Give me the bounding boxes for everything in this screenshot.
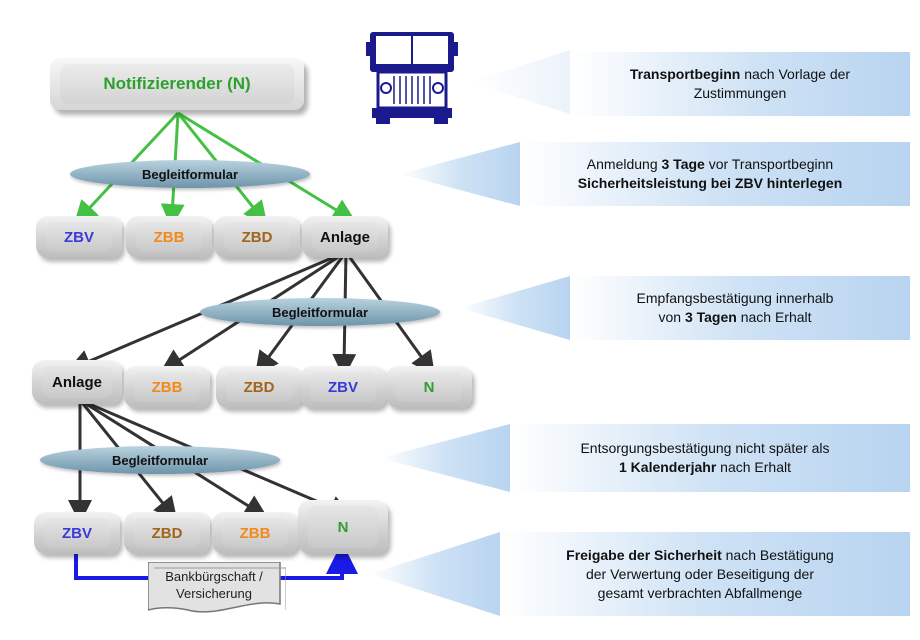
node-r2-zbb: ZBB — [124, 366, 210, 408]
callout-1: Transportbeginn nach Vorlage der Zustimm… — [470, 42, 910, 122]
callout-3-line1: Empfangsbestätigung innerhalb — [636, 290, 834, 306]
node-r1-zbv: ZBV — [36, 216, 122, 258]
form-band-1: Begleitformular — [70, 160, 310, 188]
node-r3-n-label: N — [337, 518, 349, 536]
notifier-box: Notifizierender (N) — [50, 58, 304, 110]
guarantee-document: Bankbürgschaft / Versicherung — [148, 562, 286, 616]
node-r3-zbv: ZBV — [34, 512, 120, 554]
node-r3-zbv-label: ZBV — [62, 524, 92, 542]
node-r3-zbd: ZBD — [124, 512, 210, 554]
node-r1-zbb-label: ZBB — [153, 228, 185, 246]
callout-3: Empfangsbestätigung innerhalb von 3 Tage… — [460, 272, 910, 344]
callout-2-bold: 3 Tage — [661, 156, 705, 172]
node-r2-anlage-label: Anlage — [51, 373, 102, 391]
callout-1-line2: Zustimmungen — [693, 85, 787, 101]
notifier-label: Notifizierender (N) — [103, 74, 251, 93]
truck-icon — [366, 32, 458, 124]
callout-4-rest: nach Erhalt — [716, 459, 791, 475]
callout-2-rest: vor Transportbeginn — [704, 156, 834, 172]
node-r2-zbd: ZBD — [216, 366, 302, 408]
node-r2-zbv: ZBV — [300, 366, 386, 408]
callout-3-arrow — [460, 276, 910, 340]
guarantee-line-1: Bankbürgschaft / — [165, 569, 263, 584]
callout-3-rest: nach Erhalt — [736, 309, 812, 325]
form-band-3: Begleitformular — [40, 446, 280, 474]
callout-3-pre: von — [658, 309, 685, 325]
form-band-1-label: Begleitformular — [141, 166, 239, 182]
node-r2-anlage: Anlage — [32, 360, 122, 404]
node-r2-n-label: N — [423, 378, 435, 396]
node-r1-zbv-label: ZBV — [64, 228, 94, 246]
callout-1-arrow — [470, 50, 910, 116]
callout-4-line1: Entsorgungsbestätigung nicht später als — [580, 440, 830, 456]
callout-5-line3: gesamt verbrachten Abfallmenge — [597, 584, 803, 601]
node-r3-zbb-label: ZBB — [239, 524, 271, 542]
node-r2-n: N — [386, 366, 472, 408]
form-band-2: Begleitformular — [200, 298, 440, 326]
callout-4: Entsorgungsbestätigung nicht später als … — [380, 420, 910, 496]
node-r2-zbd-label: ZBD — [243, 378, 275, 396]
callout-5-bold: Freigabe der Sicherheit — [566, 546, 722, 563]
callout-2: Anmeldung 3 Tage vor Transportbeginn Sic… — [400, 138, 910, 210]
node-r1-zbd-label: ZBD — [241, 228, 273, 246]
callout-5-rest: nach Bestätigung — [721, 546, 834, 563]
callout-5-line2: der Verwertung oder Beseitigung der — [585, 565, 815, 582]
document-icon — [148, 562, 286, 613]
callout-2-pre: Anmeldung — [586, 156, 662, 172]
callout-5-arrow — [370, 532, 910, 616]
form-band-2-label: Begleitformular — [271, 304, 369, 320]
node-r1-anlage: Anlage — [302, 216, 388, 258]
node-r3-n: N — [298, 500, 388, 554]
node-r3-zbd-label: ZBD — [151, 524, 183, 542]
node-r3-zbb: ZBB — [212, 512, 298, 554]
callout-4-bold: 1 Kalenderjahr — [619, 459, 717, 475]
node-r2-zbv-label: ZBV — [328, 378, 358, 396]
callout-2-line2: Sicherheitsleistung bei ZBV hinterlegen — [577, 175, 843, 191]
callout-4-arrow — [380, 424, 910, 492]
node-r1-zbd: ZBD — [214, 216, 300, 258]
callout-1-line1: nach Vorlage der — [740, 66, 851, 82]
callout-2-arrow — [400, 142, 910, 206]
callout-3-bold: 3 Tagen — [684, 309, 737, 325]
callout-1-bold: Transportbeginn — [629, 66, 741, 82]
form-band-3-label: Begleitformular — [111, 452, 209, 468]
callout-5: Freigabe der Sicherheit nach Bestätigung… — [370, 528, 910, 620]
node-r2-zbb-label: ZBB — [151, 378, 183, 396]
node-r1-anlage-label: Anlage — [319, 228, 370, 246]
guarantee-line-2: Versicherung — [176, 586, 252, 601]
node-r1-zbb: ZBB — [126, 216, 212, 258]
